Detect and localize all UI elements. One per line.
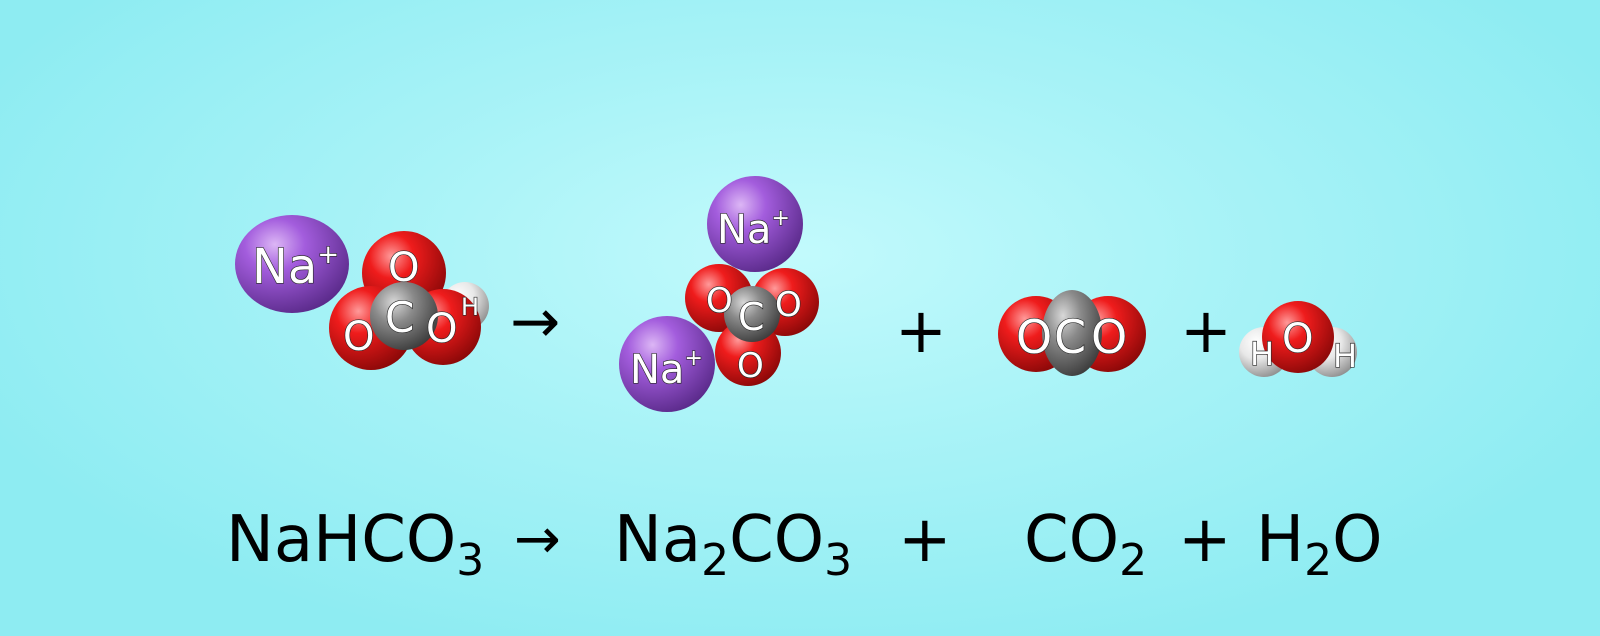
oxygen-atom [1262,301,1334,373]
subscript: 3 [456,535,485,586]
oxygen-label: O [426,306,457,352]
carbon-atom [1042,290,1102,376]
oxygen-label: O [737,346,764,386]
reaction-arrow-diagram: → [510,287,560,357]
reactant-formula: NaHCO3 [226,503,485,586]
oxygen-label: O [1016,310,1052,364]
product-sodium-carbonate: Na2CO3 [614,503,853,586]
carbon-atom [370,282,438,350]
plus-sign: + [898,503,952,577]
carbon-atom [724,286,780,342]
sodium-label: Na+ [630,346,703,393]
sodium-carbonate-molecule: Na+ Na+ O O O C [619,176,819,412]
oxygen-label: O [388,245,419,291]
plus-sign-diagram: + [895,294,947,367]
subscript: 2 [701,535,730,586]
product-carbon-dioxide: CO2 [1024,503,1148,586]
oxygen-label: O [775,285,802,325]
oxygen-label: O [343,314,374,360]
carbon-label: C [1054,310,1086,364]
carbon-label: C [385,293,414,342]
oxygen-label: O [1091,310,1127,364]
subscript: 2 [1304,535,1333,586]
plus-sign-diagram: + [1180,294,1232,367]
oxygen-label: O [1282,316,1313,362]
chemical-equation: NaHCO3 → Na2CO3 + CO2 + H2O [0,500,1600,600]
carbon-dioxide-molecule: O C O [998,290,1146,376]
reaction-arrow: → [514,507,561,572]
sodium-atom [707,176,803,272]
product-water: H2O [1256,503,1383,586]
sodium-atom [235,215,349,313]
oxygen-label: O [706,281,733,321]
subscript: 2 [1119,535,1148,586]
sodium-bicarbonate-molecule: Na+ H O O O C [235,215,489,370]
water-molecule: H O H [1239,301,1358,377]
plus-sign: + [1178,503,1232,577]
hydrogen-label: H [1250,335,1274,373]
hydrogen-label: H [461,293,479,321]
sodium-atom [619,316,715,412]
hydrogen-label: H [1333,337,1357,375]
carbon-label: C [738,295,765,339]
subscript: 3 [824,535,853,586]
sodium-label: Na+ [717,206,790,253]
sodium-label: Na+ [252,239,339,295]
